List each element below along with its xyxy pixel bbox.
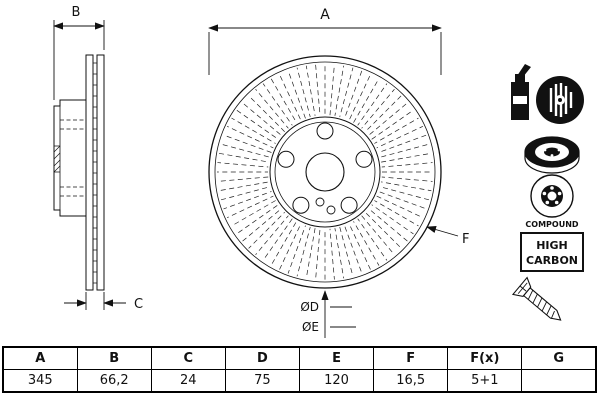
- dimension-f: [426, 226, 459, 237]
- spec-value-d: 75: [224, 369, 301, 393]
- vane-ticks: [93, 62, 97, 284]
- coating-bottle-disc-icon: [511, 64, 584, 124]
- spec-header-a: A: [2, 346, 78, 370]
- spec-header-fx: F(x): [447, 346, 523, 370]
- vent-pattern: [217, 64, 433, 280]
- high-carbon-badge: [520, 232, 584, 272]
- compound-disc-icon: [530, 174, 574, 218]
- spec-header-d: D: [224, 346, 301, 370]
- spec-table: A B C D E F F(x) G 345 66,2 24 75 120 16…: [2, 346, 597, 393]
- spec-value-fx: 5+1: [447, 369, 523, 393]
- dim-label-e: ØE: [302, 320, 319, 334]
- spec-header-g: G: [521, 346, 597, 370]
- spec-value-f: 16,5: [373, 369, 449, 393]
- spec-header-row: A B C D E F F(x) G: [2, 346, 597, 370]
- spec-header-b: B: [76, 346, 152, 370]
- spec-value-e: 120: [298, 369, 375, 393]
- dimension-b: [53, 20, 105, 100]
- spec-header-e: E: [298, 346, 375, 370]
- compound-label: COMPOUND: [525, 220, 578, 229]
- spec-value-a: 345: [2, 369, 78, 393]
- spec-value-row: 345 66,2 24 75 120 16,5 5+1: [2, 369, 597, 393]
- dim-label-b: B: [72, 5, 81, 20]
- spec-value-c: 24: [150, 369, 226, 393]
- dimension-a: [208, 24, 442, 75]
- technical-drawing: B C A ØD ØE: [53, 5, 584, 338]
- brake-disc-icon: [524, 136, 580, 174]
- dimension-de: [321, 290, 356, 338]
- spec-header-f: F: [373, 346, 449, 370]
- spec-value-b: 66,2: [76, 369, 152, 393]
- dim-label-d: ØD: [300, 300, 319, 314]
- dim-label-c: C: [134, 297, 143, 312]
- high-carbon-line1: HIGH: [536, 239, 568, 252]
- dimension-c: [64, 292, 126, 310]
- high-carbon-line2: CARBON: [526, 254, 578, 267]
- dim-label-f: F: [462, 232, 469, 247]
- screw-icon: [511, 276, 562, 321]
- spec-header-c: C: [150, 346, 226, 370]
- front-view: [208, 55, 442, 289]
- dim-label-a: A: [320, 7, 330, 23]
- spec-value-g: [521, 369, 597, 393]
- side-view: [53, 54, 105, 291]
